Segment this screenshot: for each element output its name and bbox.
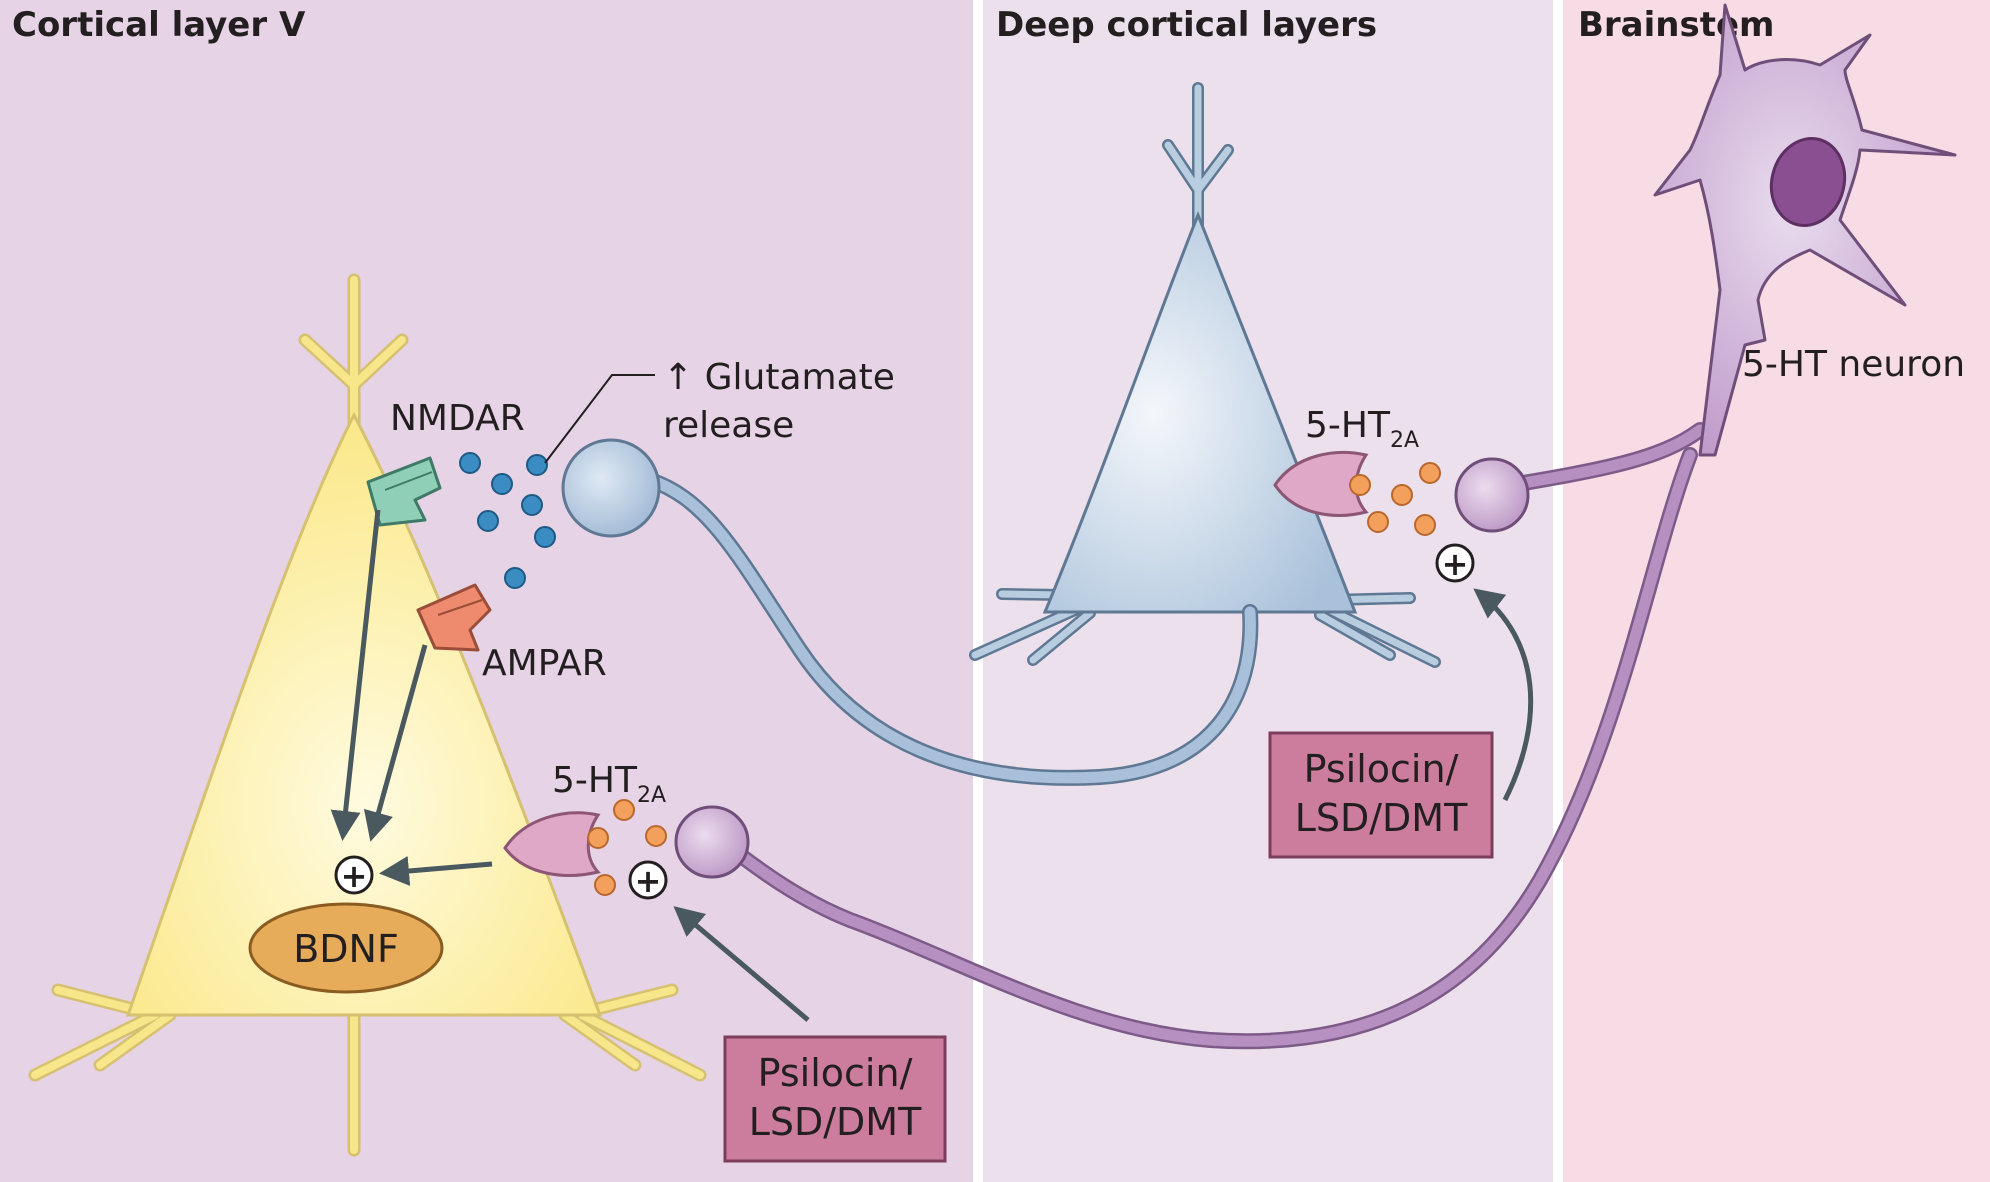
panel-divider-2 [1553,0,1563,1182]
ampar-receptor [416,583,492,652]
serotonin-molecules-layer-v [587,799,667,896]
receptor-to-bdnf-arrow [379,856,493,886]
panel-title-cortical-layer-v: Cortical layer V [12,5,306,45]
glutamate-molecules [459,452,556,589]
drug-to-deep-arrow [1473,588,1534,802]
deep-pyramidal-soma [1042,210,1358,614]
bdnf-plus-sign: + [341,857,368,895]
serotonin-neuron: 5-HT neuron [732,3,1965,1050]
deep-plus-sign: + [1442,545,1469,583]
drug-box-deep [1268,731,1494,859]
glutamate-release-label-line2: release [663,405,794,446]
serotonin-molecules-deep [1349,462,1441,536]
serotonin-neuron-body [1653,3,1957,457]
layer-v-5ht2a-label: 5-HT2A [552,760,666,808]
nmdar-receptor [366,456,442,527]
ampar-label: AMPAR [482,643,607,684]
layer-v-5ht2a-receptor [503,811,601,877]
nmdar-label: NMDAR [390,398,525,439]
panel-divider-1 [973,0,983,1182]
glutamatergic-terminal [561,438,661,538]
drug-box-layer-v-line2: LSD/DMT [749,1100,922,1144]
panel-title-brainstem: Brainstem [1578,5,1774,45]
drug-box-layer-v [723,1035,947,1163]
drug-box-deep-line2: LSD/DMT [1295,796,1468,840]
drug-box-layer-v-line1: Psilocin/ [758,1051,913,1095]
nmdar-to-bdnf-arrow [330,509,381,841]
panel-title-deep-cortical-layers: Deep cortical layers [996,5,1377,45]
layer-v-plus-sign: + [635,862,662,900]
deep-5ht2a-label: 5-HT2A [1305,405,1419,453]
glutamate-pointer-line [544,374,655,464]
ampar-to-bdnf-arrow [363,644,428,842]
serotonin-neuron-label: 5-HT neuron [1742,344,1965,385]
glutamate-release-label-line1: ↑ Glutamate [663,357,895,398]
deep-plus-circle [1435,543,1475,583]
bdnf-plus-circle [334,855,374,895]
serotonergic-terminal-layer-v [674,805,750,879]
drug-box-deep-line1: Psilocin/ [1304,747,1459,791]
drug-to-layer-v-arrow [673,906,810,1022]
bdnf-ellipse [248,902,444,994]
bdnf-label: BDNF [293,927,399,971]
serotonergic-terminal-deep [1454,457,1530,533]
layer-v-plus-circle [628,860,668,900]
serotonin-neuron-nucleus [1769,136,1847,228]
